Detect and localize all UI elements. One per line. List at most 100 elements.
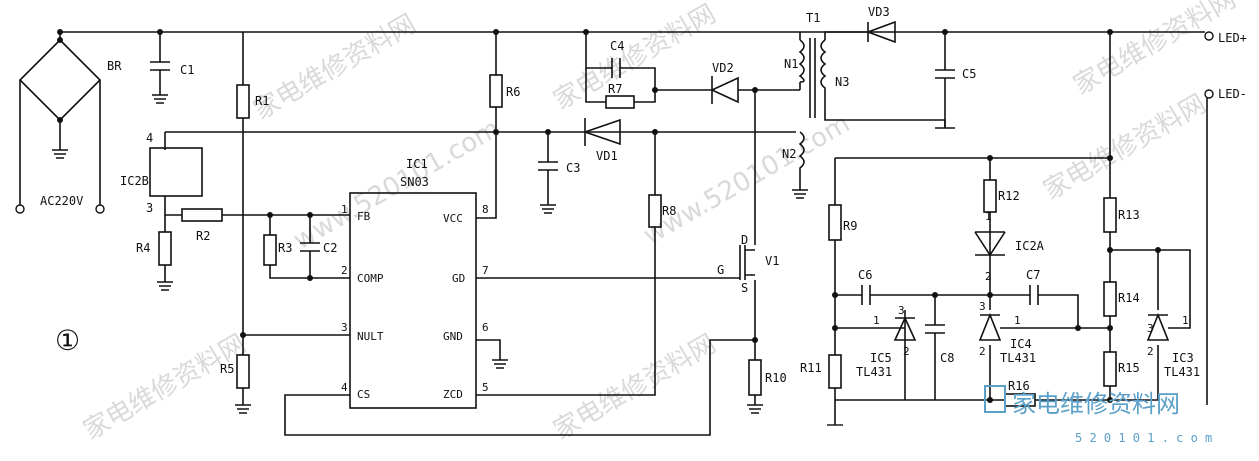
label-ic4: IC4	[1010, 337, 1032, 351]
label-ic2b: IC2B	[120, 174, 149, 188]
label-c2: C2	[323, 241, 337, 255]
label-r9: R9	[843, 219, 857, 233]
label-c8: C8	[940, 351, 954, 365]
wires	[18, 20, 1208, 436]
label-r1: R1	[255, 94, 269, 108]
label-ic2a: IC2A	[1015, 239, 1045, 253]
ic1-pins: FB COMP NULT CS VCC GD GND ZCD 1 2 3 4 8…	[341, 203, 489, 401]
watermark-site: www.520101.com	[639, 109, 856, 251]
ic1-pin-num-4: 4	[341, 381, 348, 394]
label-v1: V1	[765, 254, 779, 268]
watermark-text: 家电维修资料网	[1069, 0, 1242, 101]
ic1-pin-cs: CS	[357, 388, 370, 401]
label-r2: R2	[196, 229, 210, 243]
label-g: G	[717, 263, 724, 277]
watermark-text: 家电维修资料网	[1039, 89, 1212, 206]
label-br: BR	[107, 59, 122, 73]
label-ic4-part: TL431	[1000, 351, 1036, 365]
label-led-plus: LED+	[1218, 31, 1247, 45]
ic1-pin-gnd: GND	[443, 330, 463, 343]
watermark-text: 家电维修资料网	[79, 329, 252, 446]
watermark-site: www.520101.com	[289, 114, 506, 256]
label-n2: N2	[782, 147, 796, 161]
label-ic3-part: TL431	[1164, 365, 1200, 379]
label-vd3: VD3	[868, 5, 890, 19]
label-c4: C4	[610, 39, 624, 53]
ic1-pin-num-3: 3	[341, 321, 348, 334]
label-n3: N3	[835, 75, 849, 89]
label-r6: R6	[506, 85, 520, 99]
figure-number: ①	[55, 324, 80, 357]
label-led-minus: LED-	[1218, 87, 1247, 101]
ic3-pin-2: 2	[1147, 345, 1154, 358]
label-ic1: IC1	[406, 157, 428, 171]
watermark-text: 家电维修资料网	[249, 9, 422, 126]
ic1-pin-zcd: ZCD	[443, 388, 463, 401]
label-r7: R7	[608, 82, 622, 96]
terminals	[15, 31, 1214, 214]
label-vd1: VD1	[596, 149, 618, 163]
ic4-pin-1: 1	[1014, 314, 1021, 327]
ic2a-pin-1: 1	[985, 210, 992, 223]
label-c7: C7	[1026, 268, 1040, 282]
label-ic1-part: SN03	[400, 175, 429, 189]
brand-text: 家电维修资料网	[1012, 390, 1180, 418]
label-ic3: IC3	[1172, 351, 1194, 365]
label-n1: N1	[784, 57, 798, 71]
ic1-pin-vcc: VCC	[443, 212, 463, 225]
regulator-pins: 1 2 3 1 2 3 1 2 3 1 2	[873, 210, 1189, 358]
label-r8: R8	[662, 204, 676, 218]
ic3-pin-1: 1	[1182, 314, 1189, 327]
label-t1: T1	[806, 11, 820, 25]
ic1-pin-num-2: 2	[341, 264, 348, 277]
ic1-pin-num-1: 1	[341, 203, 348, 216]
label-c1: C1	[180, 63, 194, 77]
component-labels: BR AC220V C1 R1 R6 C4 R7 VD2 VD1 T1 N1 N…	[40, 5, 1247, 393]
label-s: S	[741, 281, 748, 295]
watermark-text: 家电维修资料网	[549, 329, 722, 446]
label-r11: R11	[800, 361, 822, 375]
label-vd2: VD2	[712, 61, 734, 75]
ic1-pin-gd: GD	[452, 272, 465, 285]
label-r14: R14	[1118, 291, 1140, 305]
ic1-pin-comp: COMP	[357, 272, 384, 285]
watermark-text: 家电维修资料网	[549, 0, 722, 116]
ic1-pin-num-6: 6	[482, 321, 489, 334]
ic1-pin-nult: NULT	[357, 330, 384, 343]
label-r4: R4	[136, 241, 150, 255]
label-r3: R3	[278, 241, 292, 255]
junctions	[57, 29, 1161, 403]
ic5-pin-2: 2	[903, 345, 910, 358]
ic2a-pin-2: 2	[985, 270, 992, 283]
label-r12: R12	[998, 189, 1020, 203]
label-d: D	[741, 233, 748, 247]
watermark-layer: 家电维修资料网 家电维修资料网 家电维修资料网 www.520101.com w…	[79, 0, 1242, 446]
ic1-pin-num-8: 8	[482, 203, 489, 216]
ic1-pin-num-7: 7	[482, 264, 489, 277]
label-opto-pin3: 3	[146, 201, 153, 215]
ic3-pin-3: 3	[1147, 322, 1154, 335]
ic5-pin-1: 1	[873, 314, 880, 327]
brand-url: 5 2 0 1 0 1 . c o m	[1075, 431, 1212, 445]
label-ic5-part: TL431	[856, 365, 892, 379]
ic5-pin-3: 3	[898, 304, 905, 317]
label-ac: AC220V	[40, 194, 83, 208]
label-c3: C3	[566, 161, 580, 175]
ic1-pin-num-5: 5	[482, 381, 489, 394]
ic4-pin-2: 2	[979, 345, 986, 358]
label-opto-pin4: 4	[146, 131, 153, 145]
label-ic5: IC5	[870, 351, 892, 365]
label-c6: C6	[858, 268, 872, 282]
label-r15: R15	[1118, 361, 1140, 375]
label-r5: R5	[220, 362, 234, 376]
label-r13: R13	[1118, 208, 1140, 222]
label-r16: R16	[1008, 379, 1030, 393]
ic4-pin-3: 3	[979, 300, 986, 313]
label-r10: R10	[765, 371, 787, 385]
ground-symbols	[52, 94, 843, 426]
ic1-pin-fb: FB	[357, 210, 371, 223]
brand-logo: 家电维修资料网 5 2 0 1 0 1 . c o m	[984, 385, 1212, 445]
label-c5: C5	[962, 67, 976, 81]
